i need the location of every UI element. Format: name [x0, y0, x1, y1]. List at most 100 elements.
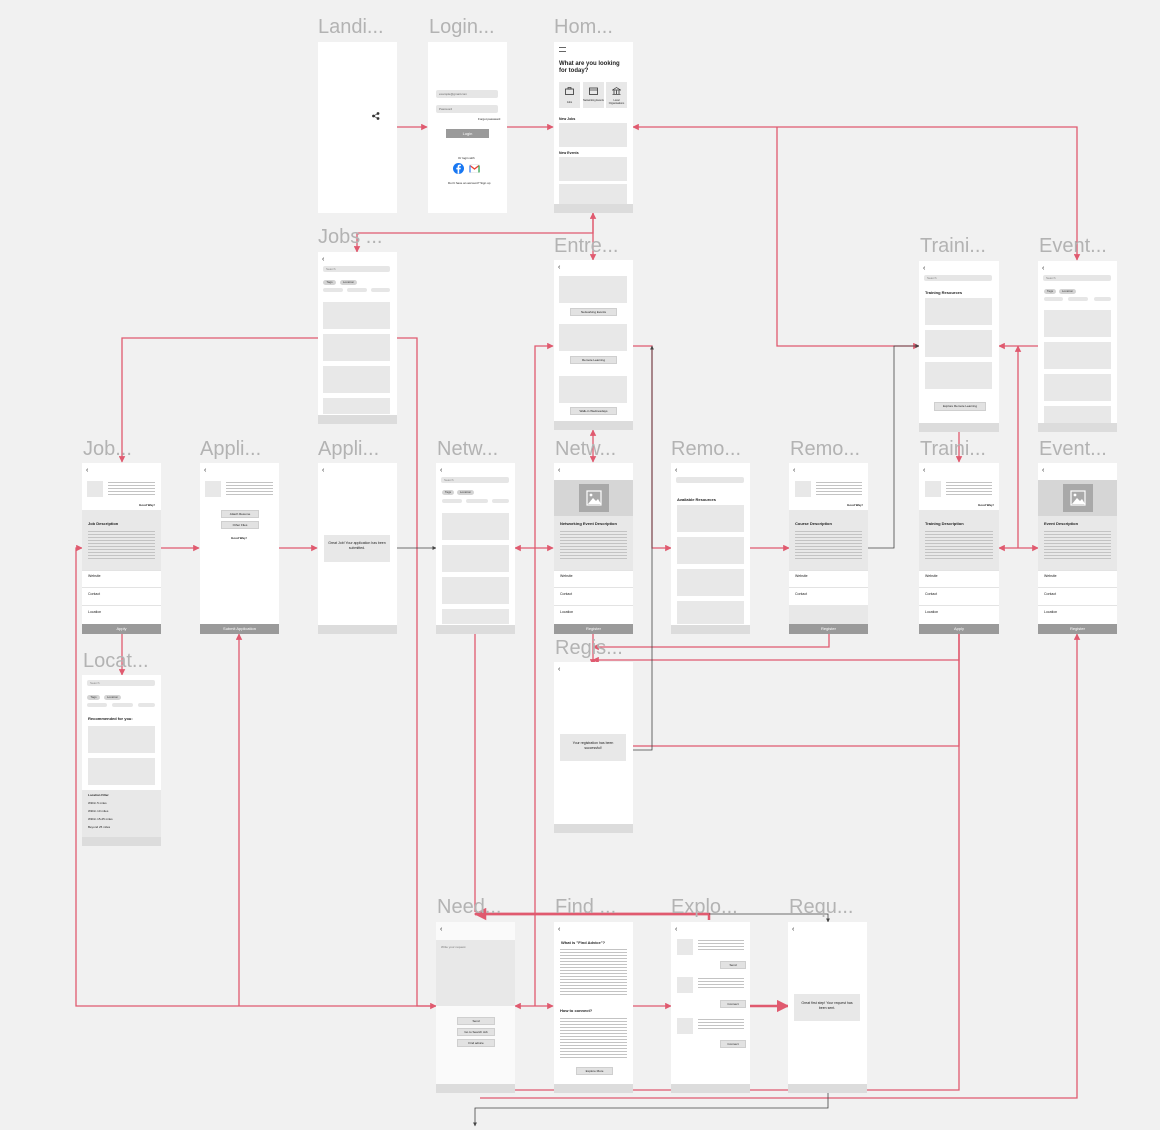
training-card[interactable] [925, 362, 992, 389]
walk-in-button[interactable]: Walk-in Wednesdays [570, 407, 617, 415]
category-organisations[interactable]: Local Organisations [606, 82, 627, 108]
event-card[interactable] [1044, 342, 1111, 369]
email-input[interactable]: example@gmail.com [436, 90, 498, 98]
back-icon[interactable]: ‹ [923, 467, 926, 474]
back-icon[interactable]: ‹ [558, 467, 561, 474]
new-events-card[interactable] [559, 157, 627, 181]
gmail-icon[interactable] [469, 164, 480, 173]
back-icon[interactable]: ‹ [1042, 265, 1045, 272]
search-input[interactable]: Search [441, 477, 509, 483]
back-icon[interactable]: ‹ [675, 926, 678, 933]
filter-chip-location[interactable]: Location [340, 280, 357, 285]
website-row[interactable]: Website [789, 570, 868, 587]
filter-chip-tags[interactable]: Tags [442, 490, 454, 495]
filter-pill[interactable] [371, 288, 390, 292]
search-input[interactable]: Search [924, 275, 992, 281]
filter-pill[interactable] [138, 703, 155, 707]
website-row[interactable]: Website [1038, 570, 1117, 587]
filter-option[interactable]: Within 15-25 miles [88, 817, 113, 821]
resource-card[interactable] [677, 537, 744, 564]
event-card[interactable] [442, 545, 509, 572]
bottom-nav[interactable] [436, 1084, 515, 1093]
new-events-card[interactable] [559, 184, 627, 204]
filter-option[interactable]: Within 5 miles [88, 801, 107, 805]
recommended-card[interactable] [88, 726, 155, 753]
back-icon[interactable]: ‹ [440, 926, 443, 933]
filter-pill[interactable] [466, 499, 488, 503]
back-icon[interactable]: ‹ [792, 926, 795, 933]
apply-button[interactable]: Apply [82, 624, 161, 634]
filter-chip-tags[interactable]: Tags [1044, 289, 1056, 294]
category-jobs[interactable]: Jobs [559, 82, 580, 108]
back-icon[interactable]: ‹ [1042, 467, 1045, 474]
filter-pill[interactable] [347, 288, 367, 292]
filter-option[interactable]: Within 10 miles [88, 809, 109, 813]
search-input[interactable]: Search [1043, 275, 1111, 281]
explore-more-button[interactable]: Explore More [576, 1067, 613, 1075]
event-card[interactable] [442, 513, 509, 540]
location-row[interactable]: Location [1038, 605, 1117, 623]
search-input[interactable]: Search [87, 680, 155, 686]
filter-pill[interactable] [1094, 297, 1111, 301]
connect-button[interactable]: Connect [720, 1040, 746, 1048]
send-button[interactable]: Send [457, 1017, 495, 1025]
apply-button[interactable]: Apply [919, 624, 999, 634]
back-icon[interactable]: ‹ [86, 467, 89, 474]
back-icon[interactable]: ‹ [558, 264, 561, 271]
go-to-search-job-button[interactable]: Go to Search Job [457, 1028, 495, 1036]
event-card[interactable] [442, 609, 509, 624]
back-icon[interactable]: ‹ [793, 467, 796, 474]
other-files-button[interactable]: Other Files [221, 521, 259, 529]
contact-row[interactable]: Contact [789, 587, 868, 605]
submit-application-button[interactable]: Submit Application [200, 624, 279, 634]
event-card[interactable] [1044, 310, 1111, 337]
search-input[interactable] [676, 477, 744, 483]
job-card[interactable] [323, 366, 390, 393]
resource-card[interactable] [677, 569, 744, 596]
location-row[interactable]: Location [919, 605, 999, 623]
register-button[interactable]: Register [554, 624, 633, 634]
filter-pill[interactable] [323, 288, 343, 292]
signup-link[interactable]: Don't have an account? Sign up [448, 181, 491, 185]
back-icon[interactable]: ‹ [923, 265, 926, 272]
contact-row[interactable]: Contact [919, 587, 999, 605]
share-icon[interactable] [372, 112, 380, 120]
resource-card[interactable] [677, 505, 744, 532]
job-card[interactable] [323, 302, 390, 329]
explore-remote-learning-button[interactable]: Explore Remote Learning [934, 402, 986, 411]
recommended-card[interactable] [88, 758, 155, 785]
filter-pill[interactable] [1044, 297, 1063, 301]
attach-resume-button[interactable]: Attach Resume [221, 510, 259, 518]
send-button[interactable]: Send [720, 961, 746, 969]
filter-chip-location[interactable]: Location [457, 490, 474, 495]
networking-events-button[interactable]: Networking Events [570, 308, 617, 316]
bottom-nav[interactable] [554, 204, 633, 213]
register-button[interactable]: Register [1038, 624, 1117, 634]
forgot-password-link[interactable]: Forgot password [478, 117, 501, 121]
remote-learning-button[interactable]: Remote Learning [570, 356, 617, 364]
filter-chip-location[interactable]: Location [1059, 289, 1076, 294]
job-card[interactable] [323, 334, 390, 361]
back-icon[interactable]: ‹ [440, 467, 443, 474]
bottom-nav[interactable] [554, 824, 633, 833]
event-card[interactable] [1044, 406, 1111, 423]
menu-icon[interactable] [559, 47, 566, 52]
training-card[interactable] [925, 330, 992, 357]
bottom-nav[interactable] [436, 625, 515, 634]
contact-row[interactable]: Contact [554, 587, 633, 605]
filter-chip-tags[interactable]: Tags [87, 695, 100, 700]
back-icon[interactable]: ‹ [204, 467, 207, 474]
frame-landing[interactable] [318, 42, 397, 213]
filter-pill[interactable] [1068, 297, 1088, 301]
connect-button[interactable]: Connect [720, 1000, 746, 1008]
back-icon[interactable]: ‹ [558, 666, 561, 673]
filter-pill[interactable] [87, 703, 107, 707]
bottom-nav[interactable] [671, 625, 750, 634]
password-input[interactable]: Password [436, 105, 498, 113]
category-networking[interactable]: Networking Events [583, 82, 604, 108]
bottom-nav[interactable] [318, 415, 397, 424]
facebook-icon[interactable] [453, 163, 464, 174]
filter-chip-tags[interactable]: Tags [323, 280, 336, 285]
website-row[interactable]: Website [919, 570, 999, 587]
location-row[interactable]: Location [82, 605, 161, 623]
